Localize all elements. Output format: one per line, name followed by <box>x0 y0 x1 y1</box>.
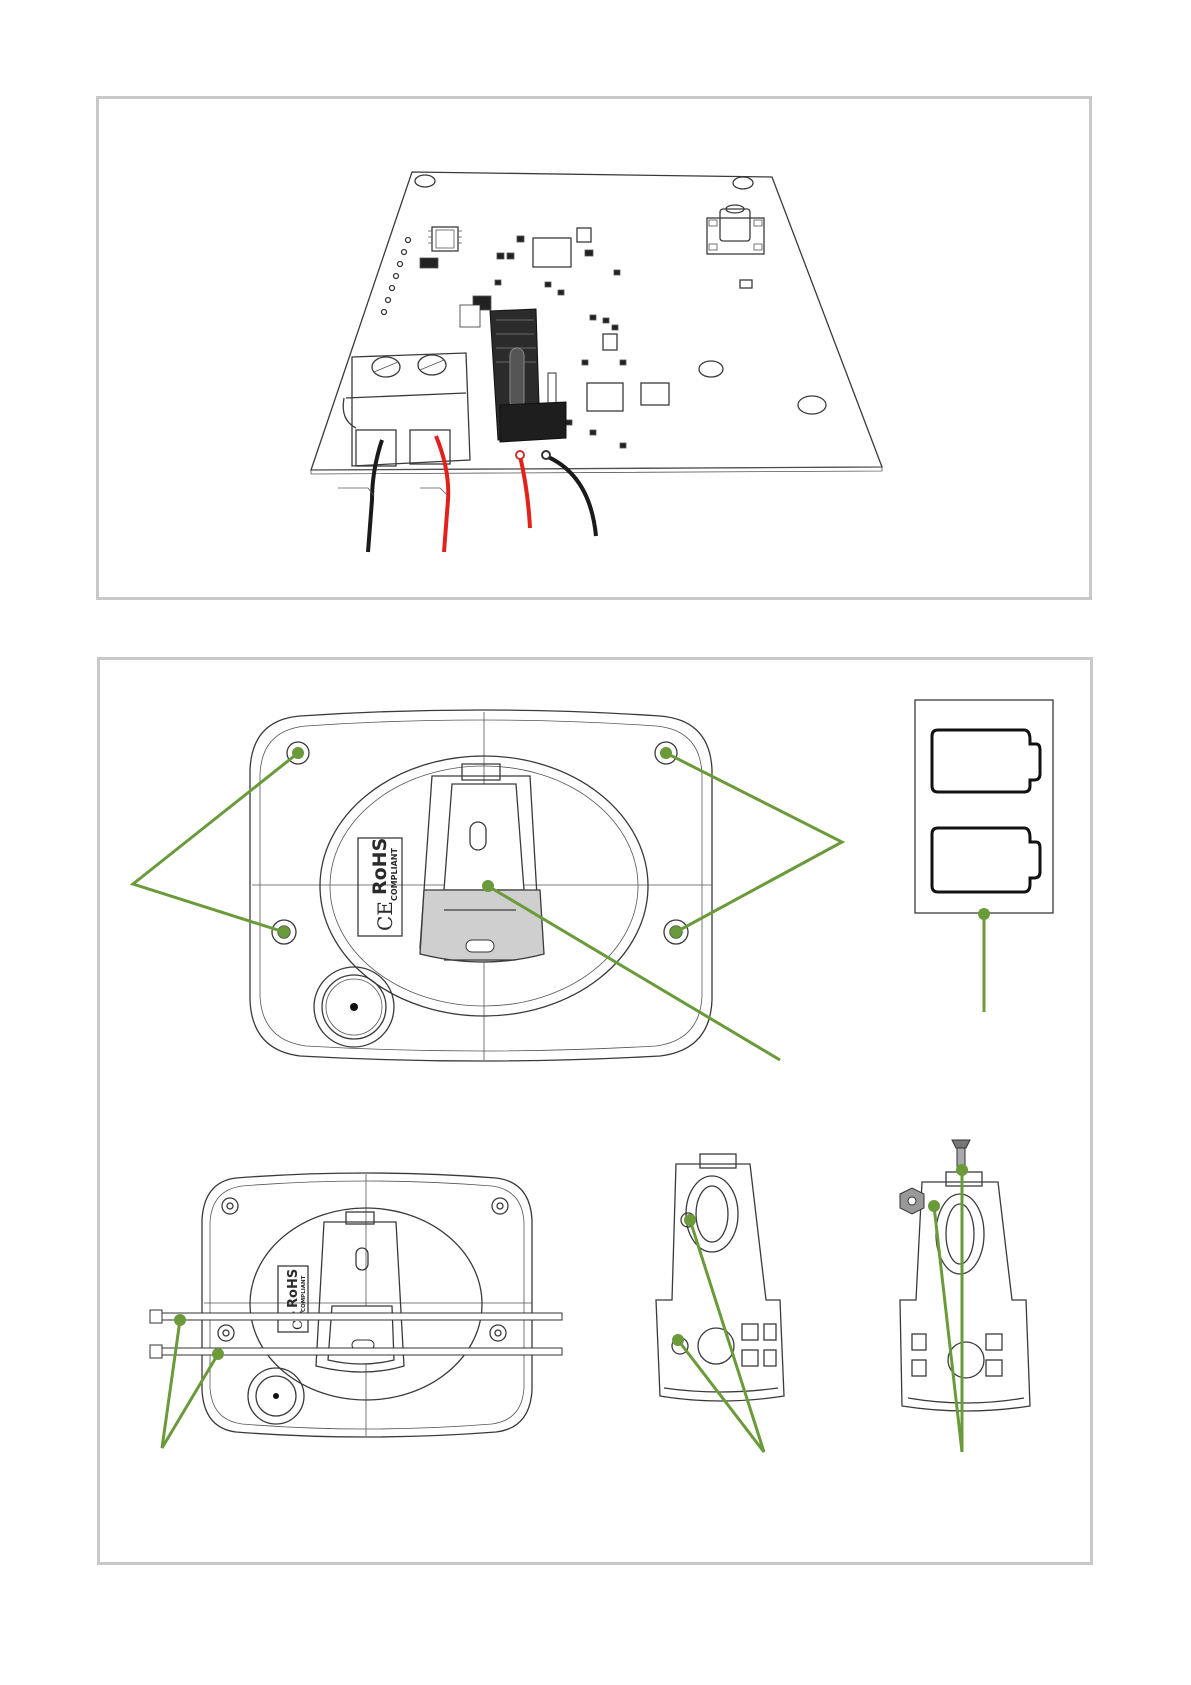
battery-icon <box>932 730 1040 792</box>
enclosure-back-small: RoHS COMPLIANT CE <box>150 1173 562 1437</box>
compliance-label: RoHS COMPLIANT CE <box>358 838 402 936</box>
nut-icon <box>900 1188 924 1214</box>
callout-lines <box>133 747 990 1060</box>
compliance-label-small: RoHS COMPLIANT CE <box>278 1266 308 1332</box>
buzzer <box>314 967 394 1047</box>
ce-mark: CE <box>373 901 397 931</box>
battery-icon <box>932 828 1040 892</box>
compliant-text: COMPLIANT <box>390 848 399 901</box>
mounting-bracket <box>420 764 544 962</box>
callout-lines-lower <box>162 1164 968 1452</box>
rohs-text: RoHS <box>369 838 391 895</box>
bracket-front-view <box>656 1154 784 1401</box>
enclosure-back-large: RoHS COMPLIANT CE <box>250 710 712 1061</box>
compliant-text-small: COMPLIANT <box>301 1275 307 1312</box>
battery-pair <box>915 700 1053 913</box>
rohs-text-small: RoHS <box>286 1269 301 1308</box>
bracket-front-view-with-screw <box>900 1140 1030 1411</box>
